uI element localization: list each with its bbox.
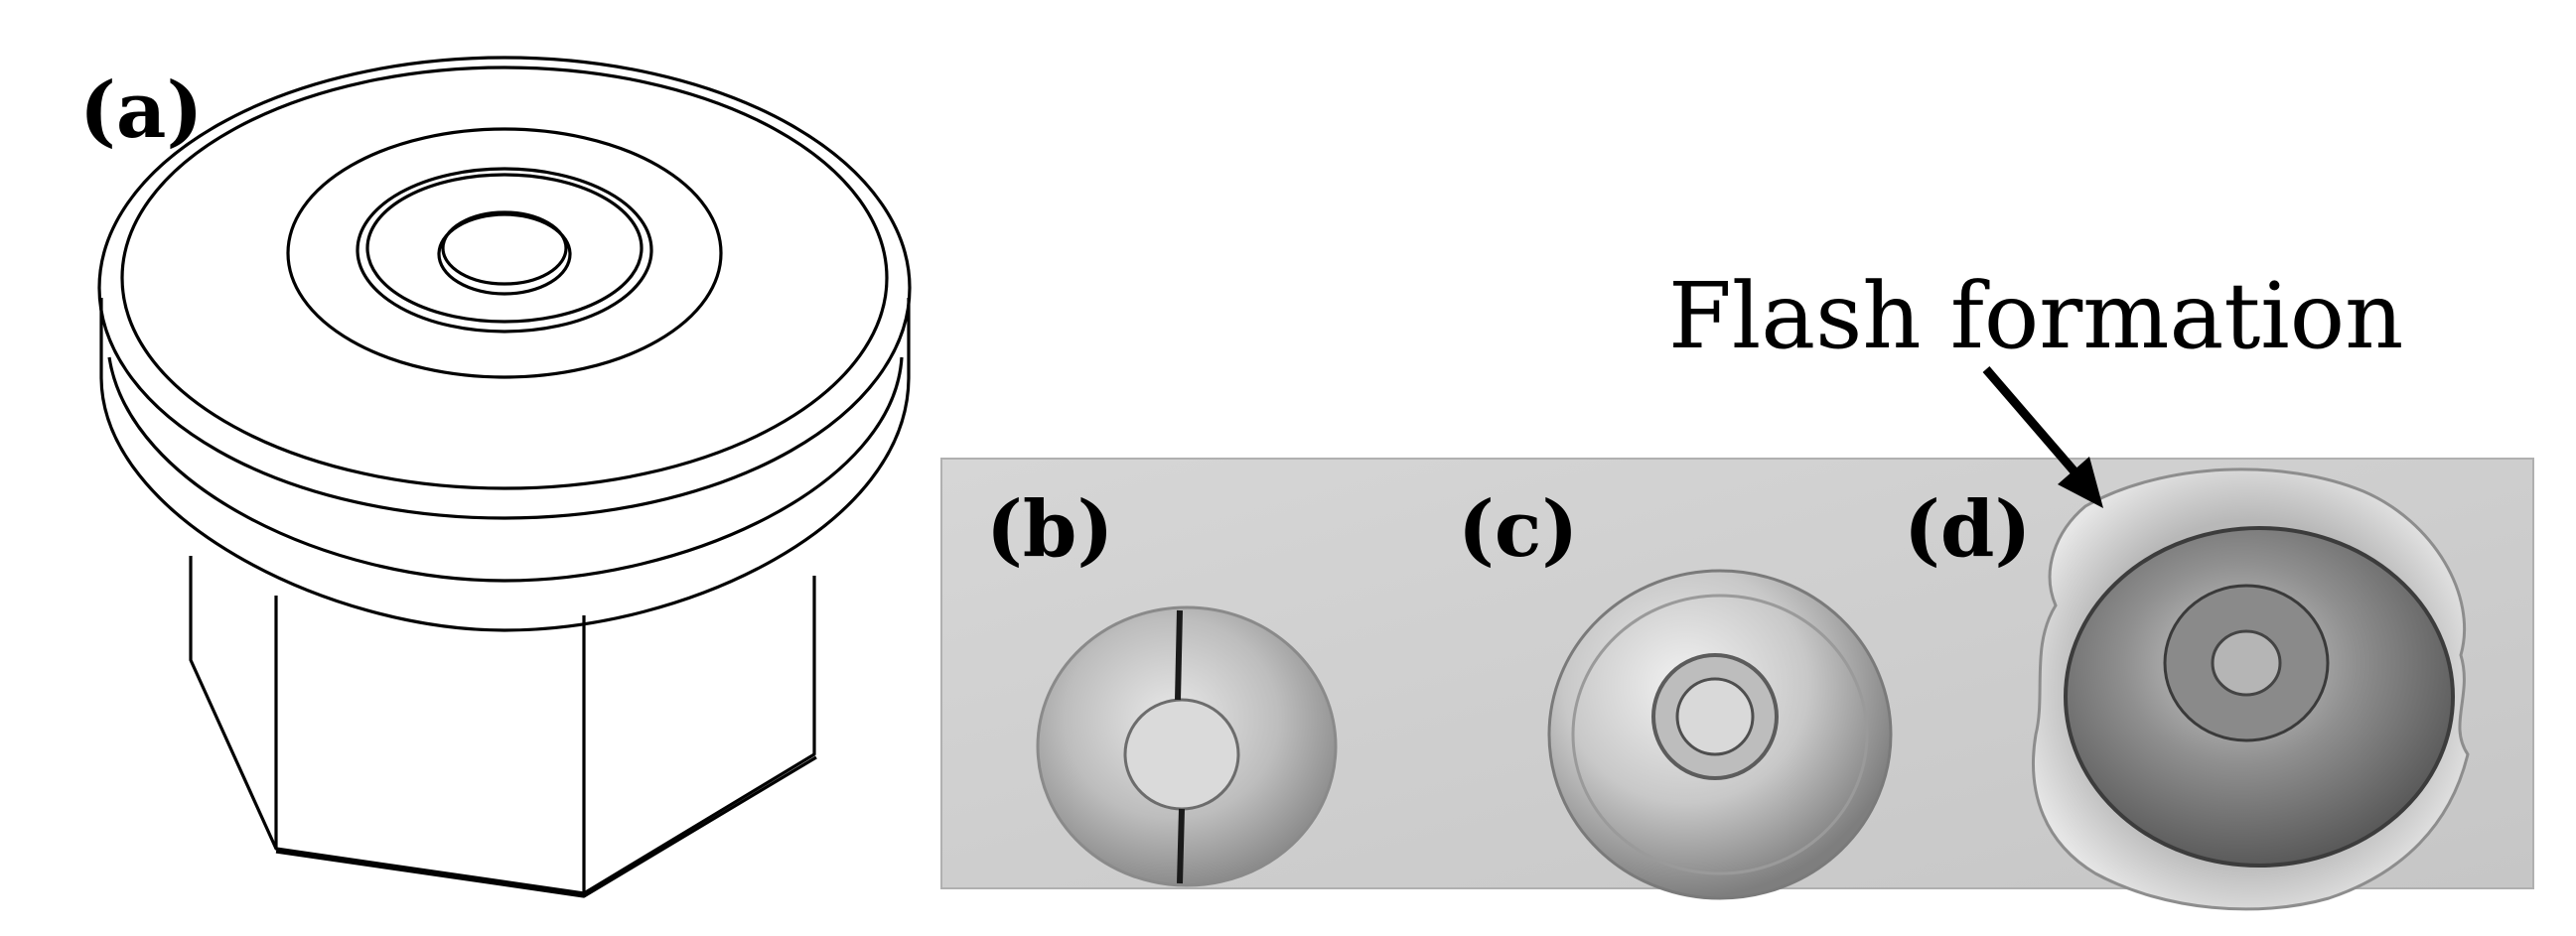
annotation-text: Flash formation xyxy=(1668,263,2403,369)
annotation-arrow-shaft xyxy=(1982,366,2089,487)
annotation-arrow-head xyxy=(2058,457,2103,508)
sample-b-split-washer xyxy=(1036,605,1338,887)
panel-a-die-drawing: (a) xyxy=(79,56,912,898)
label-d: (d) xyxy=(1904,484,2031,575)
photo-panel: (b) (c) (d) xyxy=(940,458,2534,911)
label-c: (c) xyxy=(1458,484,1578,575)
sample-c-washer xyxy=(1547,569,1893,900)
cylinder-head xyxy=(97,56,912,632)
hex-body xyxy=(189,556,817,898)
top-rings xyxy=(286,127,723,379)
label-a: (a) xyxy=(79,66,203,156)
flash-annotation: Flash formation xyxy=(1668,263,2403,508)
sample-d-flash-part xyxy=(2032,468,2470,911)
label-b: (b) xyxy=(986,484,1113,575)
